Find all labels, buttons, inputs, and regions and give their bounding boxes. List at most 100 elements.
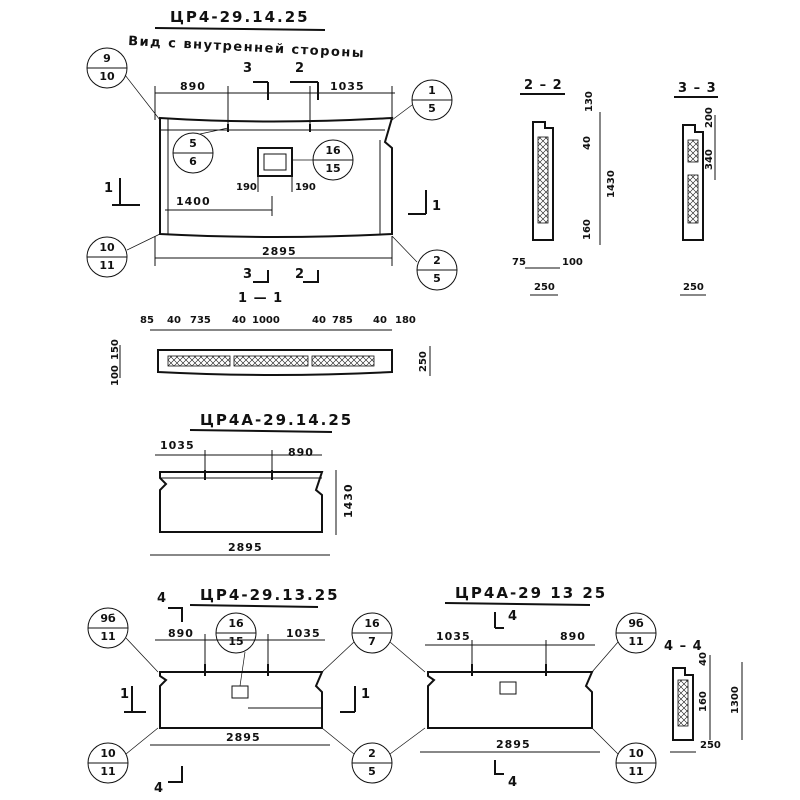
svg-text:100: 100: [562, 257, 583, 268]
svg-text:16: 16: [364, 617, 380, 630]
section-2-2: 2 – 2 130 40 1430 160 75 100 250: [512, 78, 617, 296]
section-mark-3-bottom: 3: [243, 267, 253, 282]
svg-text:11: 11: [628, 765, 643, 778]
balloon-9b-11-d3: 9б 11: [87, 607, 159, 673]
svg-text:250: 250: [683, 282, 704, 293]
drawing-3-panel-elevation: ЦР4-29.13.25 4 890 1035 2895 1 1 4 9б 11: [87, 586, 426, 796]
svg-text:785: 785: [332, 315, 353, 326]
window-opening-small: [231, 685, 249, 699]
balloon-10-11-d3: 10 11: [87, 727, 159, 784]
dim-890-d2: 890: [288, 446, 314, 459]
section-4-4-profile: [672, 667, 694, 741]
dim-2895-d4: 2895: [496, 738, 531, 751]
balloon-16-7-d3: 16 7: [321, 612, 426, 673]
dim-890-d4: 890: [560, 630, 586, 643]
svg-text:10: 10: [99, 70, 115, 83]
section-2-2-profile: [532, 121, 554, 241]
dim-2895-1: 2895: [262, 245, 297, 258]
section-mark-1-left-d3: 1: [120, 687, 130, 702]
svg-text:2: 2: [433, 254, 441, 267]
section-mark-4-top: 4: [157, 591, 167, 606]
section-1-1: 1 — 1 85 40 735 40 1000 40 785 40 180 15…: [110, 291, 431, 386]
dim-1035: 1035: [330, 80, 365, 93]
svg-text:340: 340: [704, 149, 715, 170]
svg-text:9: 9: [103, 52, 111, 65]
svg-text:40: 40: [698, 652, 709, 666]
window-opening-small-d4: [499, 681, 517, 695]
svg-text:160: 160: [582, 219, 593, 240]
svg-text:6: 6: [189, 155, 197, 168]
svg-text:10: 10: [99, 241, 115, 254]
svg-text:250: 250: [700, 740, 721, 751]
drawing-2-title: ЦР4А-29.14.25: [200, 411, 353, 429]
svg-text:9б: 9б: [100, 612, 116, 625]
svg-text:11: 11: [100, 765, 115, 778]
section-mark-1-left: 1: [104, 181, 114, 196]
section-cut-3: [253, 81, 269, 100]
balloon-9b-11-d4: 9б 11: [591, 612, 657, 673]
svg-text:2: 2: [368, 747, 376, 760]
svg-text:11: 11: [100, 630, 115, 643]
svg-text:9б: 9б: [628, 617, 644, 630]
dim-190-left: 190: [236, 182, 257, 193]
title-underline: [154, 27, 326, 31]
panel-4-outline: [427, 671, 594, 729]
section-4-4: 4 – 4 40 160 1300 250: [664, 639, 743, 753]
dim-2895-d2: 2895: [228, 541, 263, 554]
svg-text:40: 40: [582, 136, 593, 150]
svg-text:200: 200: [704, 107, 715, 128]
svg-text:5: 5: [433, 272, 441, 285]
dim-2895-d3: 2895: [226, 731, 261, 744]
svg-text:150: 150: [110, 339, 121, 360]
svg-text:130: 130: [584, 91, 595, 112]
dim-1400: 1400: [176, 195, 211, 208]
drawing-1-panel-elevation: ЦР4-29.14.25 Вид с внутренней стороны 89…: [86, 8, 458, 291]
svg-text:100: 100: [110, 365, 121, 386]
section-3-3: 3 – 3 200 340 250: [674, 81, 718, 296]
svg-text:15: 15: [325, 162, 340, 175]
section-mark-2-top: 2: [295, 61, 305, 76]
svg-text:85: 85: [140, 315, 154, 326]
section-mark-4-top-d4: 4: [508, 609, 518, 624]
svg-text:735: 735: [190, 315, 211, 326]
balloon-1-5: 1 5: [391, 79, 453, 121]
balloon-10-11-d4: 10 11: [591, 727, 657, 784]
section-3-3-label: 3 – 3: [678, 81, 717, 96]
drawing-3-title: ЦР4-29.13.25: [200, 586, 340, 604]
dim-890-d3: 890: [168, 627, 194, 640]
svg-text:40: 40: [373, 315, 387, 326]
svg-text:1300: 1300: [730, 686, 741, 714]
balloon-2-5-d3: 2 5: [321, 727, 426, 784]
drawing-2-panel-elevation: ЦР4А-29.14.25 1035 890 1430 2895: [150, 411, 355, 556]
drawing-1-title: ЦР4-29.14.25: [170, 8, 310, 26]
svg-text:16: 16: [228, 617, 244, 630]
panel-3-outline: [159, 671, 324, 729]
svg-text:16: 16: [325, 144, 341, 157]
balloon-16-15: 16 15: [292, 139, 354, 181]
panel-outline: [159, 116, 394, 238]
svg-text:11: 11: [99, 259, 114, 272]
svg-text:250: 250: [534, 282, 555, 293]
section-mark-1-right: 1: [432, 199, 442, 214]
drawing-4-panel-elevation: ЦР4А-29 13 25 4 1035 890 2895 4 9б 11 10…: [420, 584, 657, 790]
svg-text:15: 15: [228, 635, 243, 648]
svg-text:5: 5: [368, 765, 376, 778]
section-mark-4-bottom-d4: 4: [508, 775, 518, 790]
svg-text:11: 11: [628, 635, 643, 648]
section-cut-2: [290, 81, 319, 100]
section-mark-3-top: 3: [243, 61, 253, 76]
panel-2-outline: [159, 471, 324, 533]
section-2-2-label: 2 – 2: [524, 78, 563, 93]
svg-text:1000: 1000: [252, 315, 280, 326]
section-mark-4-bottom: 4: [154, 781, 164, 796]
section-mark-1-right-d3: 1: [361, 687, 371, 702]
svg-text:7: 7: [368, 635, 376, 648]
dim-1035-d2: 1035: [160, 439, 195, 452]
svg-text:1430: 1430: [606, 170, 617, 198]
balloon-5-6: 5 6: [172, 127, 229, 174]
section-1-1-label: 1 — 1: [238, 291, 283, 306]
section-3-3-profile: [682, 124, 704, 241]
svg-text:250: 250: [418, 351, 429, 372]
balloon-10-11: 10 11: [86, 233, 161, 278]
